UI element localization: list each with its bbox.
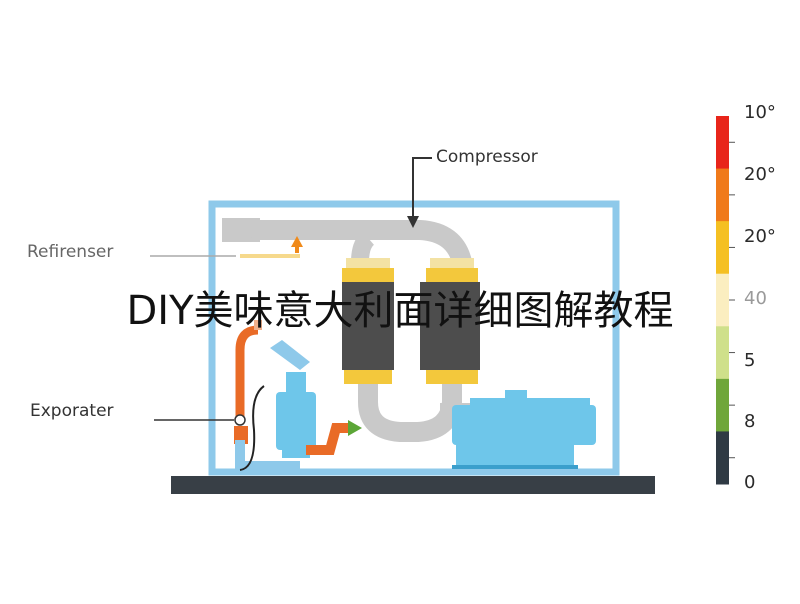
scale-label-2: 20°: [744, 164, 776, 185]
top-pipe-run: [248, 220, 472, 272]
scale-label-3: 20°: [744, 226, 776, 247]
bottom-u-pipe: [358, 384, 462, 442]
cylinder-right-band-bottom: [426, 370, 478, 384]
valve-base: [282, 448, 310, 458]
cylinder-left-top-cap: [346, 258, 390, 270]
scale-segment: [716, 431, 729, 485]
scale-label-5: 5: [744, 350, 756, 371]
exporater-label: Exporater: [30, 401, 114, 421]
left-orange-pipe: [235, 325, 259, 420]
scale-segment: [716, 378, 729, 432]
cylinder-left-body: [342, 282, 394, 370]
orange-up-arrow: [291, 236, 303, 247]
unit-cap: [505, 390, 527, 400]
compressor-label: Compressor: [436, 147, 538, 167]
valve-neck: [286, 372, 306, 394]
scale-segment: [716, 168, 729, 222]
cylinder-right-top-cap: [430, 258, 474, 270]
orange-outlet-pipe: [306, 423, 348, 455]
left-blue-pipe: [235, 440, 300, 471]
unit-foot: [456, 445, 574, 467]
temperature-scale: [716, 116, 735, 485]
scale-segment: [716, 273, 729, 327]
cylinder-right-band-top: [426, 268, 478, 282]
cylinder-left-band-top: [342, 268, 394, 282]
valve-arm: [270, 340, 310, 370]
cylinder-right-body: [420, 282, 480, 370]
compressor-arrowhead: [407, 216, 419, 228]
scale-segment: [716, 221, 729, 275]
scale-label-1: 10°: [744, 102, 776, 123]
unit-body: [452, 405, 596, 445]
scale-segment: [716, 326, 729, 380]
unit-base-stripe: [452, 465, 578, 469]
cylinder-left-band-bottom: [344, 370, 392, 384]
green-arrow: [348, 420, 362, 436]
scale-label-4: 40: [744, 288, 767, 309]
orange-fitting: [234, 426, 248, 444]
refrenser-label: Refirenser: [27, 242, 114, 262]
exporater-dot: [234, 414, 246, 426]
base-platform: [171, 476, 655, 494]
valve-wire: [239, 385, 265, 471]
valve-body: [276, 392, 316, 450]
scale-label-6: 8: [744, 411, 756, 432]
scale-segment: [716, 116, 729, 170]
orange-arrow-stem: [295, 246, 299, 253]
scale-label-7: 0: [744, 472, 756, 493]
overlay-title: DIY美味意大利面详细图解教程: [126, 288, 674, 334]
compressor-pointer: [412, 157, 432, 222]
